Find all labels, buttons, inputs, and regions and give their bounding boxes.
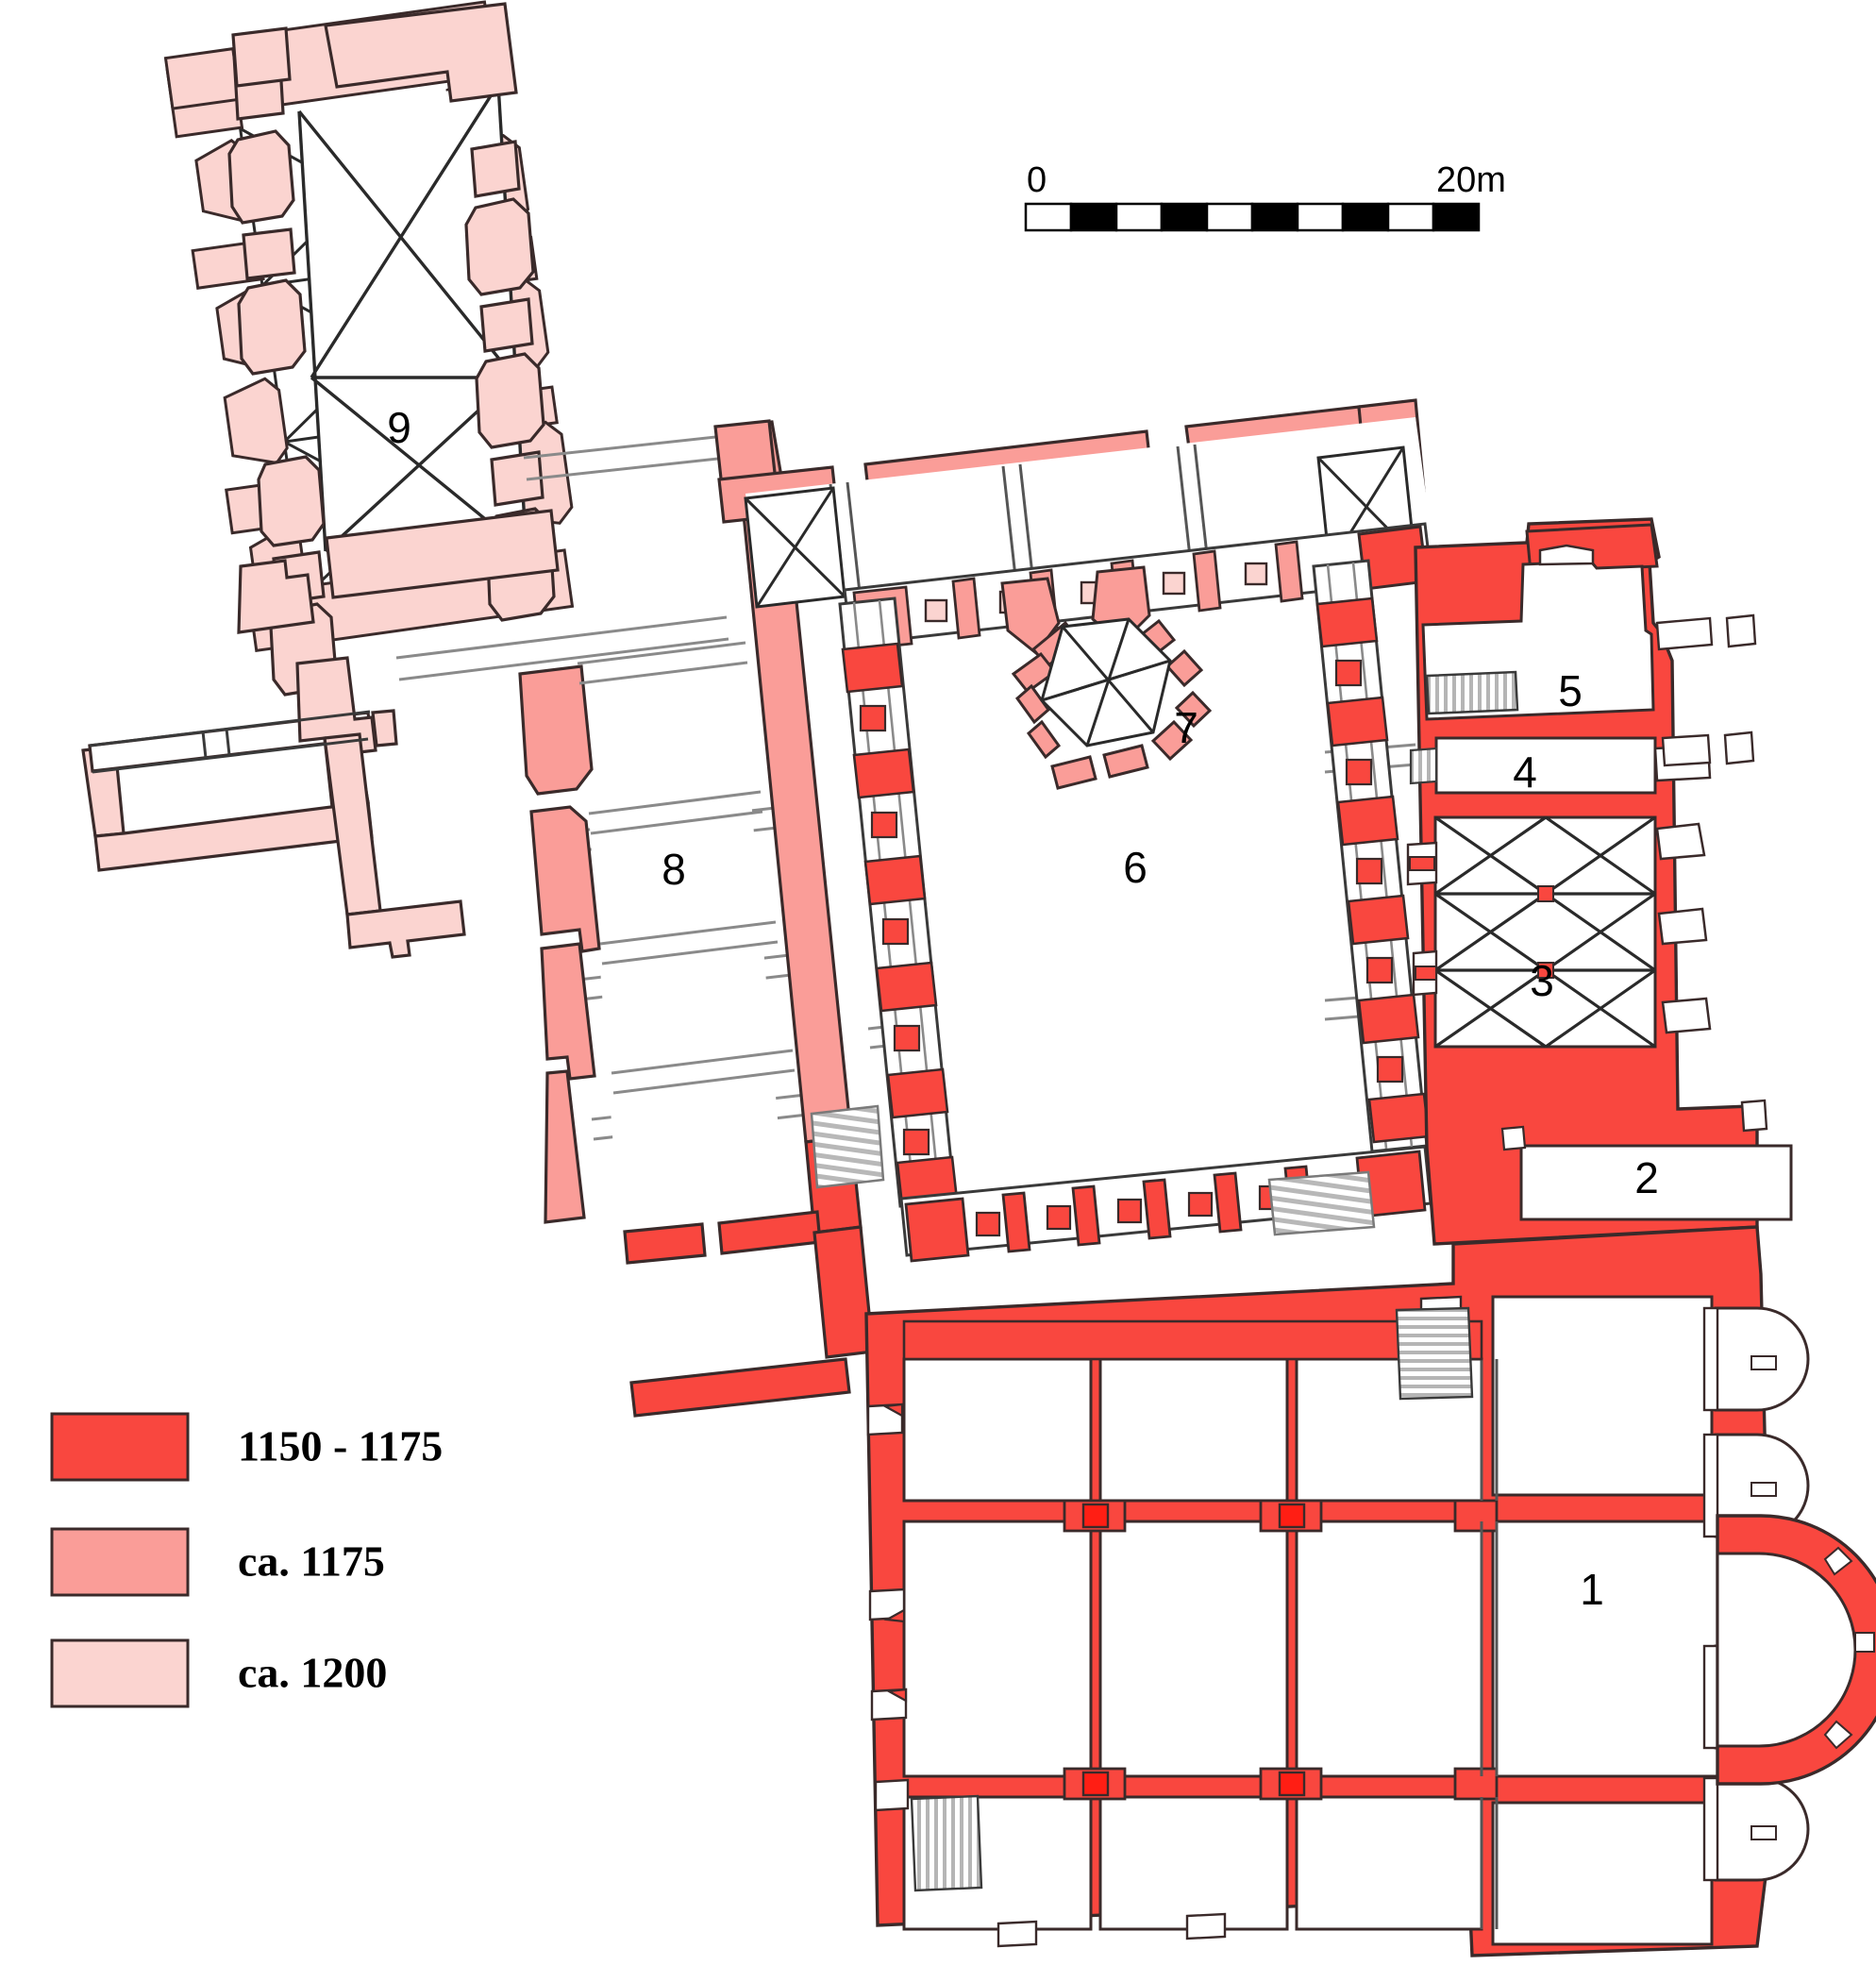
south-wall-fragments (623, 1210, 875, 1418)
hatched-passages (810, 1104, 1376, 1236)
arcade-south-columns (975, 1178, 1350, 1237)
legend-label-ca-1175: ca. 1175 (238, 1537, 385, 1586)
legend-swatch-1150-1175 (50, 1412, 190, 1482)
cloister-arcade-south (899, 1145, 1432, 1263)
legend-swatch-ca-1200 (50, 1638, 190, 1708)
north-chapel-joint-blocks (1750, 1355, 1777, 1497)
arcade-east-columns (1334, 659, 1404, 1083)
lavabo-7: 7 (1000, 565, 1213, 790)
legend-label-ca-1200: ca. 1200 (238, 1649, 387, 1697)
nw-annex-thin-walls (89, 710, 371, 774)
lavabo-vault-ribs (1041, 618, 1171, 747)
room-2-group: 2 (1500, 1125, 1793, 1221)
nave-pier-cores (1081, 1503, 1306, 1797)
building-9-plan: 9 (227, 2, 560, 697)
scale-bar-segments (1024, 202, 1481, 232)
cloister-nw-vault-bay (744, 486, 846, 609)
cloister-north-range (713, 398, 1431, 609)
room-label-9: 9 (387, 403, 411, 452)
west-range-west-wall (518, 664, 601, 1224)
room-label-4: 4 (1513, 747, 1537, 797)
room-label-5: 5 (1558, 666, 1583, 715)
legend-label-1150-1175: 1150 - 1175 (238, 1422, 443, 1470)
room-label-2: 2 (1634, 1153, 1659, 1202)
scale-end-label: 20m (1436, 160, 1506, 200)
legend-row-3: ca. 1200 (50, 1638, 387, 1708)
church-west-wall-openings (866, 1403, 910, 1812)
room-3-west-openings (1406, 841, 1438, 997)
church-west-responds (881, 1403, 908, 1703)
chapter-house-vault-ribs (1434, 815, 1656, 1049)
room-label-3: 3 (1530, 956, 1554, 1005)
building-9-north-wall (231, 2, 518, 103)
church-south-wall-openings (997, 1912, 1227, 1948)
church-stair-hatch (910, 1794, 983, 1892)
church-ne-stair-hatch (1395, 1306, 1474, 1401)
room-3-chapter-house: 3 (1406, 815, 1712, 1049)
east-range: 5 4 (1406, 517, 1793, 1246)
west-range-cross-walls (577, 641, 796, 1095)
room-label-7: 7 (1174, 703, 1198, 752)
arcade-west-piers (841, 642, 959, 1207)
cloister-arcade-east (1312, 559, 1431, 1153)
arcade-west-columns (859, 704, 930, 1156)
apse-joints (1823, 1546, 1875, 1750)
building-9-south-wall (237, 509, 560, 634)
legend-row-1: 1150 - 1175 (50, 1412, 443, 1482)
room-label-6: 6 (1123, 843, 1147, 892)
northwest-annex-building (81, 656, 466, 959)
construction-phase-legend: 1150 - 1175 ca. 1175 ca. 1200 (50, 1412, 443, 1708)
legend-swatch-ca-1175 (50, 1527, 190, 1597)
room-label-8: 8 (662, 845, 686, 894)
east-range-wall-openings (1655, 613, 1768, 1133)
church-north-wall (902, 1319, 1483, 1361)
west-range-interior (578, 640, 789, 1276)
north-range-bay-lines (829, 444, 1209, 596)
room-3-east-buttresses (1655, 822, 1712, 1034)
arcade-south-piers (904, 1150, 1427, 1263)
legend-row-2: ca. 1175 (50, 1527, 385, 1597)
church-crossing-lines (1480, 1359, 1499, 1929)
church-building-1: 1 (864, 1225, 1876, 1957)
church-interiors (902, 1295, 1778, 1946)
scale-bar: 0 20m (1024, 160, 1506, 232)
room-label-1: 1 (1580, 1565, 1604, 1614)
room-5-group: 5 (1421, 544, 1655, 721)
scale-start-label: 0 (1027, 160, 1047, 200)
nw-annex-walls (81, 656, 466, 959)
main-apse (1716, 1514, 1876, 1786)
